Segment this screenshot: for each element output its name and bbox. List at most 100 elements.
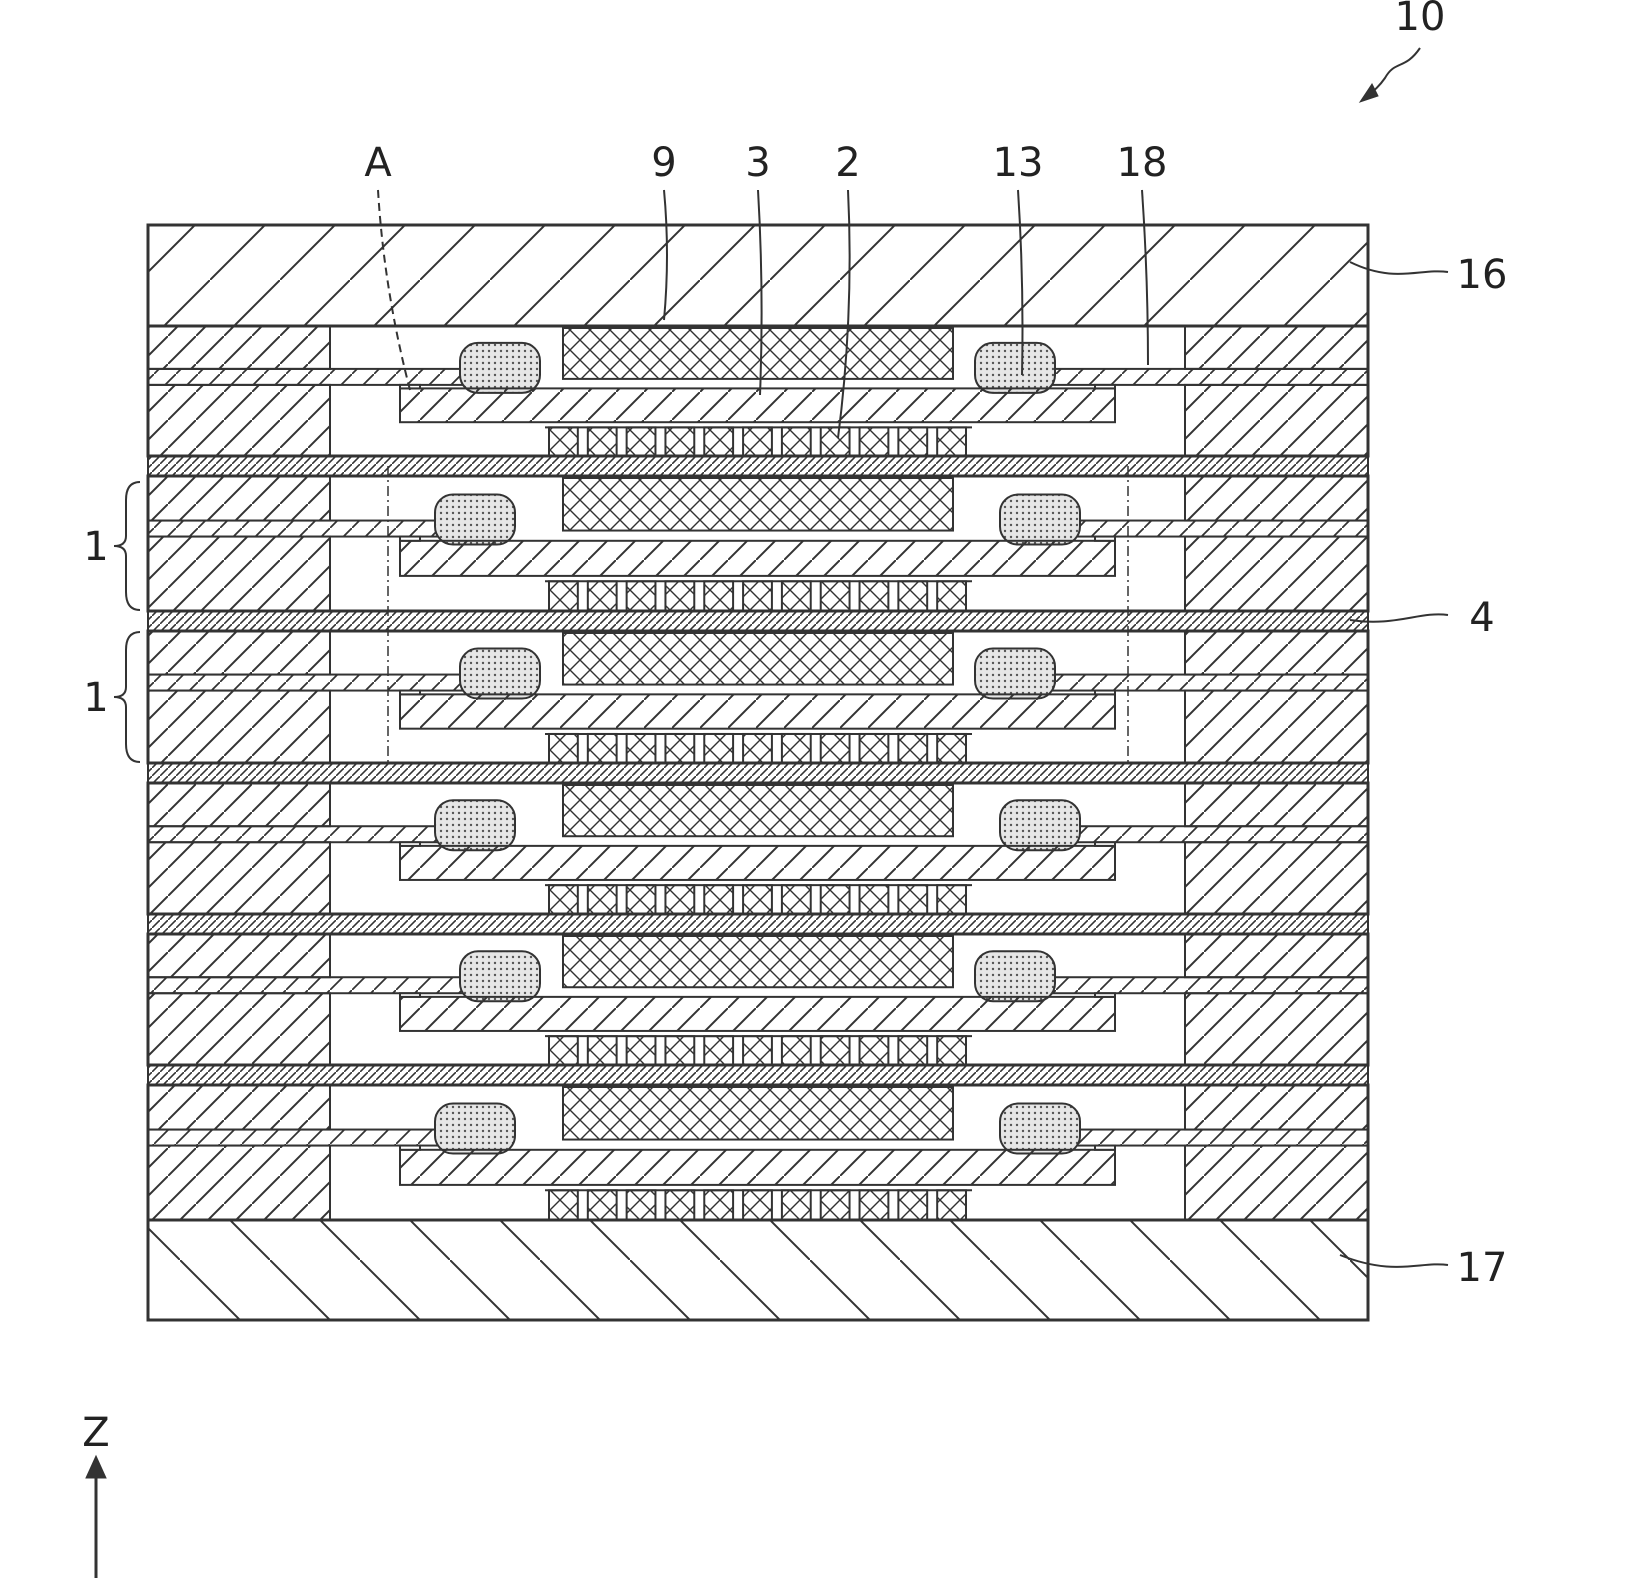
left-sealant — [460, 649, 540, 699]
label-1-1: 1 — [83, 524, 108, 570]
channel-block — [821, 885, 850, 914]
plate-left-wall — [400, 1146, 420, 1150]
plate-left-wall — [400, 993, 420, 997]
label-13: 13 — [993, 140, 1044, 186]
active-material — [563, 936, 953, 987]
right-sealant — [975, 343, 1055, 393]
channel-block — [898, 1190, 927, 1220]
channel-block — [898, 734, 927, 763]
channel-block — [860, 734, 889, 763]
label-18: 18 — [1117, 140, 1168, 186]
right-tab — [1035, 977, 1368, 993]
channel-block — [937, 734, 966, 763]
plate-right-wall — [1095, 691, 1115, 695]
plate-left-wall — [400, 537, 420, 541]
left-tab — [148, 977, 478, 993]
left-spacer-upper — [148, 934, 330, 977]
left-tab — [148, 369, 478, 385]
collector-plate — [400, 1150, 1115, 1185]
channel-block — [860, 581, 889, 611]
left-spacer-lower — [148, 993, 330, 1065]
z-axis-arrowhead — [86, 1456, 106, 1478]
channel-block — [704, 885, 733, 914]
channel-block — [704, 1190, 733, 1220]
channel-block — [549, 734, 578, 763]
channel-block — [743, 1036, 772, 1065]
channel-block — [588, 581, 617, 611]
label-2: 2 — [835, 140, 860, 186]
channel-block — [937, 1190, 966, 1220]
unit-cell-4 — [148, 783, 1368, 914]
channel-block — [588, 1190, 617, 1220]
channel-block — [704, 734, 733, 763]
channel-block — [627, 734, 656, 763]
channel-block — [743, 427, 772, 456]
figure-number: 10 — [1395, 0, 1446, 40]
plate-right-wall — [1095, 537, 1115, 541]
channel-block — [627, 1190, 656, 1220]
channel-block — [588, 885, 617, 914]
channel-block — [860, 427, 889, 456]
right-spacer-upper — [1185, 1085, 1368, 1130]
left-spacer-upper — [148, 476, 330, 521]
channel-block — [937, 885, 966, 914]
top-end-plate — [148, 225, 1368, 326]
z-axis-label: Z — [82, 1410, 109, 1456]
channel-block — [549, 1190, 578, 1220]
channel-block — [549, 885, 578, 914]
right-tab — [1060, 521, 1368, 537]
channel-block — [627, 581, 656, 611]
channel-block — [821, 1190, 850, 1220]
channel-block — [782, 1036, 811, 1065]
right-spacer-upper — [1185, 783, 1368, 826]
label-16: 16 — [1457, 252, 1508, 298]
channel-block — [704, 427, 733, 456]
left-spacer-lower — [148, 691, 330, 763]
right-spacer-upper — [1185, 326, 1368, 369]
channel-block — [937, 581, 966, 611]
channel-block — [743, 1190, 772, 1220]
plate-left-wall — [400, 691, 420, 695]
left-spacer-lower — [148, 385, 330, 456]
brace-unit-2 — [114, 632, 140, 762]
right-tab — [1035, 369, 1368, 385]
right-spacer-lower — [1185, 537, 1368, 611]
left-sealant — [435, 800, 515, 850]
channel-block — [898, 427, 927, 456]
left-tab — [148, 1130, 453, 1146]
unit-cell-5 — [148, 934, 1368, 1065]
right-spacer-lower — [1185, 385, 1368, 456]
plate-left-wall — [400, 842, 420, 846]
channel-block — [588, 427, 617, 456]
left-spacer-lower — [148, 1146, 330, 1220]
plate-right-wall — [1095, 993, 1115, 997]
label-3: 3 — [745, 140, 770, 186]
channel-block — [860, 1036, 889, 1065]
right-spacer-lower — [1185, 691, 1368, 763]
left-tab — [148, 826, 453, 842]
channel-block — [665, 581, 694, 611]
collector-plate — [400, 541, 1115, 576]
left-spacer-upper — [148, 631, 330, 675]
left-spacer-upper — [148, 1085, 330, 1130]
unit-cell-2 — [148, 476, 1368, 611]
channel-block — [782, 1190, 811, 1220]
left-spacer-upper — [148, 326, 330, 369]
figure-number-arrowhead — [1360, 84, 1378, 102]
right-sealant — [975, 649, 1055, 699]
separator-bar-1 — [148, 456, 1368, 476]
left-spacer-upper — [148, 783, 330, 826]
label-4: 4 — [1469, 595, 1494, 641]
plate-right-wall — [1095, 1146, 1115, 1150]
collector-plate — [400, 694, 1115, 728]
channel-block — [704, 1036, 733, 1065]
channel-block — [743, 581, 772, 611]
right-spacer-lower — [1185, 993, 1368, 1065]
channel-block — [743, 885, 772, 914]
channel-block — [549, 581, 578, 611]
channel-block — [665, 1036, 694, 1065]
right-tab — [1060, 1130, 1368, 1146]
collector-plate — [400, 388, 1115, 422]
